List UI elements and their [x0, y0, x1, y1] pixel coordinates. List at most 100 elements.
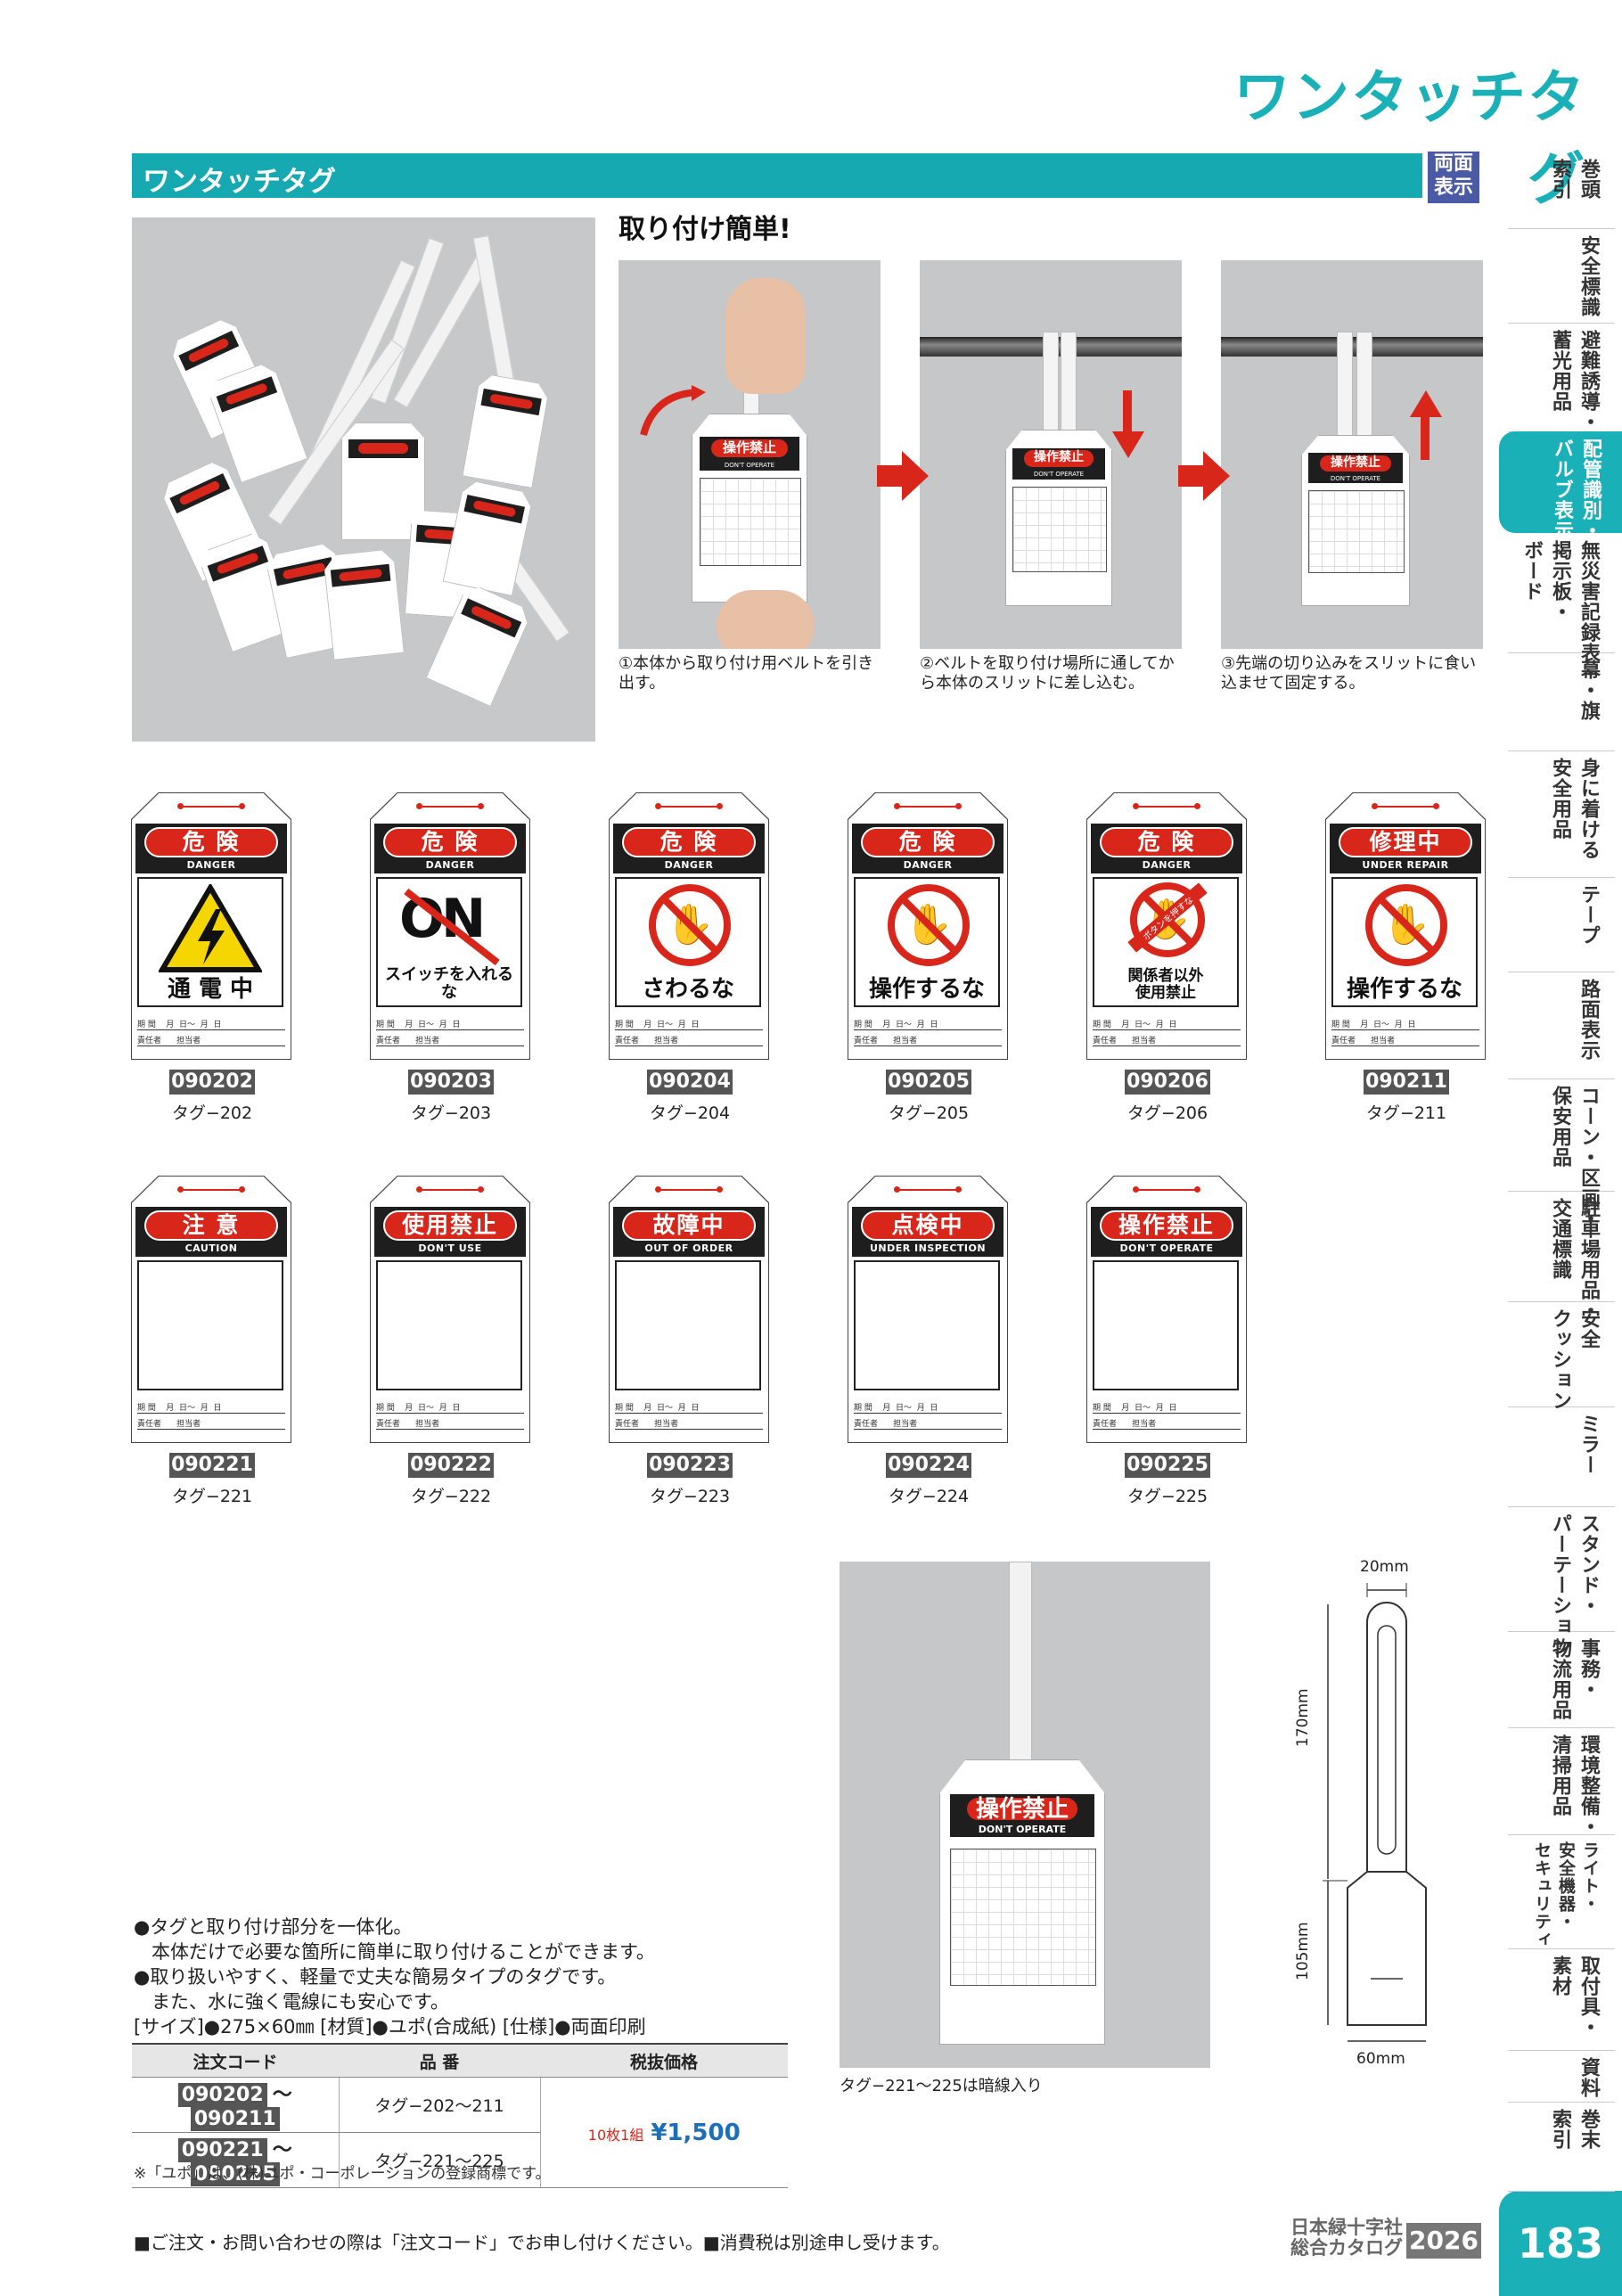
- index-tab[interactable]: スタンド・ パーテーション: [1508, 1506, 1615, 1657]
- period-row: 期 間 月 日〜 月 日: [376, 1401, 524, 1414]
- tag-card[interactable]: 注 意 CAUTION 期 間 月 日〜 月 日 責任者 担当者: [132, 1177, 291, 1442]
- tag-title-jp: 危 険: [622, 827, 756, 857]
- step-3-text: ③先端の切り込みをスリットに食い込ませて固定する。: [1221, 654, 1477, 693]
- tag-pictogram-area: [854, 1260, 1000, 1390]
- feature-item: ●取り扱いやすく、軽量で丈夫な簡易タイプのタグです。: [134, 1966, 617, 1988]
- index-tab[interactable]: 資料: [1508, 2050, 1615, 2103]
- index-tab-label: 事務・ 物流用品: [1549, 1638, 1600, 1720]
- tag-card[interactable]: 危 険 DANGER ✋ 操作するな 期 間 月 日〜 月 日 責任者 担当者: [848, 793, 1007, 1059]
- table-row: 090221 〜 090225 タグ−221〜225: [132, 2132, 788, 2188]
- index-tab[interactable]: 配管識別・ バルブ表示: [1499, 431, 1622, 541]
- model-number: タグ−202: [171, 1103, 253, 1123]
- order-code: 090223: [647, 1453, 733, 1478]
- index-tab[interactable]: ライト・ 安全機器・ セキュリティ: [1508, 1834, 1615, 1949]
- model-number: タグ−204: [649, 1103, 731, 1123]
- period-row: 期 間 月 日〜 月 日: [137, 1018, 285, 1030]
- tag-title-en: DANGER: [903, 859, 953, 871]
- index-tab[interactable]: 安全 クッション: [1508, 1301, 1615, 1411]
- belt-slit: [655, 1186, 723, 1193]
- tag-title-en: UNDER INSPECTION: [869, 1242, 987, 1254]
- model-range: タグ−202〜211: [339, 2077, 541, 2133]
- table-row: 090202 〜 090211 タグ−202〜211 10枚1組¥1,500: [132, 2077, 788, 2188]
- index-tab-label: ライト・ 安全機器・ セキュリティ: [1532, 1841, 1600, 1948]
- tag-title-jp: 故障中: [622, 1210, 756, 1241]
- page-number: 183: [1499, 2191, 1622, 2296]
- tag-header: 使用禁止 DON'T USE: [374, 1207, 526, 1257]
- model-number: タグ−222: [410, 1487, 492, 1506]
- index-tab[interactable]: 事務・ 物流用品: [1508, 1631, 1615, 1728]
- index-tab-label: 安全標識: [1577, 235, 1600, 317]
- tag-card[interactable]: 故障中 OUT OF ORDER 期 間 月 日〜 月 日 責任者 担当者: [610, 1177, 768, 1442]
- tag-card[interactable]: 使用禁止 DON'T USE 期 間 月 日〜 月 日 責任者 担当者: [371, 1177, 529, 1442]
- down-arrow-icon: [1112, 390, 1144, 458]
- index-tab[interactable]: 環境整備・ 清掃用品: [1508, 1727, 1615, 1837]
- index-tab[interactable]: 安全標識: [1508, 228, 1615, 324]
- order-code: 090211: [1364, 1070, 1449, 1095]
- index-tab-label: 配管識別・ バルブ表示: [1551, 439, 1602, 541]
- tag-card[interactable]: 危 険 DANGER ✋ さわるな 期 間 月 日〜 月 日 責任者 担当者: [610, 793, 768, 1059]
- tag-header: 危 険 DANGER: [135, 824, 287, 873]
- up-arrow-icon: [1410, 390, 1442, 460]
- index-tab[interactable]: コーン・区画・ 保安用品: [1508, 1078, 1615, 1229]
- belt-slit: [1372, 803, 1439, 809]
- dim-belt-length: 170mm: [1294, 1688, 1312, 1747]
- index-tab-label: 幕・旗: [1577, 660, 1600, 721]
- index-tab-label: コーン・区画・ 保安用品: [1549, 1086, 1600, 1229]
- index-tab[interactable]: 路面表示: [1508, 972, 1615, 1079]
- index-tab[interactable]: 避難誘導・ 蓄光用品: [1508, 323, 1615, 432]
- order-code: 090204: [647, 1070, 733, 1095]
- index-tab[interactable]: 無災害記録表・ 掲示板・ ボード: [1508, 533, 1615, 684]
- order-code: 090203: [408, 1070, 494, 1095]
- tag-pictogram-area: ON スイッチを入れるな: [376, 877, 522, 1007]
- index-tab[interactable]: 駐車場用品・ 交通標識: [1508, 1191, 1615, 1321]
- tag-header: 故障中 OUT OF ORDER: [613, 1207, 765, 1257]
- feature-list: ●タグと取り付け部分を一体化。 本体だけで必要な箇所に簡単に取り付けることができ…: [134, 1915, 811, 2014]
- tag-title-jp: 使用禁止: [383, 1210, 517, 1241]
- person-row: 責任者 担当者: [615, 1417, 763, 1430]
- howto-title: 取り付け簡単!: [618, 214, 791, 245]
- person-row: 責任者 担当者: [1331, 1034, 1479, 1046]
- hand-top: [725, 278, 806, 394]
- index-tab[interactable]: ミラー: [1508, 1406, 1615, 1507]
- person-row: 責任者 担当者: [615, 1034, 763, 1046]
- order-code: 090206: [1125, 1070, 1210, 1095]
- index-tab[interactable]: テープ: [1508, 877, 1615, 972]
- tag-title-en: DANGER: [664, 859, 714, 871]
- order-code: 090222: [408, 1453, 494, 1478]
- index-tab-label: 資料: [1577, 2057, 1600, 2098]
- tag-header: 危 険 DANGER: [613, 824, 765, 873]
- tag-pictogram-area: [1093, 1260, 1239, 1390]
- tag-message: さわるな: [641, 976, 734, 1003]
- tag-card[interactable]: 操作禁止 DON'T OPERATE 期 間 月 日〜 月 日 責任者 担当者: [1087, 1177, 1246, 1442]
- belt-slit: [894, 803, 962, 809]
- order-code: 090224: [886, 1453, 971, 1478]
- step-2-text: ②ベルトを取り付け場所に通してから本体のスリットに差し込む。: [920, 654, 1175, 693]
- tag-header: 修理中 UNDER REPAIR: [1330, 824, 1481, 873]
- index-tab[interactable]: 巻頭 索引: [1508, 152, 1615, 229]
- index-tab[interactable]: 幕・旗: [1508, 652, 1615, 751]
- tag-title-jp: 修理中: [1339, 827, 1472, 857]
- tag-pictogram-area: 通 電 中: [137, 877, 283, 1007]
- index-tab[interactable]: 身に着ける 安全用品: [1508, 750, 1615, 878]
- index-tab-label: 巻頭 索引: [1549, 159, 1600, 200]
- tag-header: 危 険 DANGER: [1091, 824, 1242, 873]
- belt-slit: [894, 1186, 962, 1193]
- order-code: 090211: [190, 2107, 280, 2131]
- both-sides-badge: 両面 表示: [1428, 152, 1479, 203]
- index-tab-label: 巻末 索引: [1549, 2109, 1600, 2150]
- tag-card[interactable]: 危 険 DANGER 通 電 中 期 間 月 日〜 月 日 責任者 担当者: [132, 793, 291, 1059]
- index-tab-label: 環境整備・ 清掃用品: [1549, 1734, 1600, 1837]
- index-tab[interactable]: 巻末 索引: [1508, 2102, 1615, 2192]
- catalog-year: 2026: [1406, 2223, 1481, 2259]
- period-row: 期 間 月 日〜 月 日: [854, 1018, 1002, 1030]
- order-code: 090202: [177, 2083, 267, 2107]
- tag-pictogram-area: [137, 1260, 283, 1390]
- person-row: 責任者 担当者: [376, 1417, 524, 1430]
- tag-card[interactable]: 点検中 UNDER INSPECTION 期 間 月 日〜 月 日 責任者 担当…: [848, 1177, 1007, 1442]
- index-tab[interactable]: 取付具・ 素材: [1508, 1948, 1615, 2051]
- tag-card[interactable]: 危 険 DANGER ON スイッチを入れるな 期 間 月 日〜 月 日 責任者…: [371, 793, 529, 1059]
- tag-card[interactable]: 危 険 DANGER ✋ ボタンを押すな 関係者以外 使用禁止 期 間 月 日〜…: [1087, 793, 1246, 1059]
- tag-card[interactable]: 修理中 UNDER REPAIR ✋ 操作するな 期 間 月 日〜 月 日 責任…: [1326, 793, 1485, 1059]
